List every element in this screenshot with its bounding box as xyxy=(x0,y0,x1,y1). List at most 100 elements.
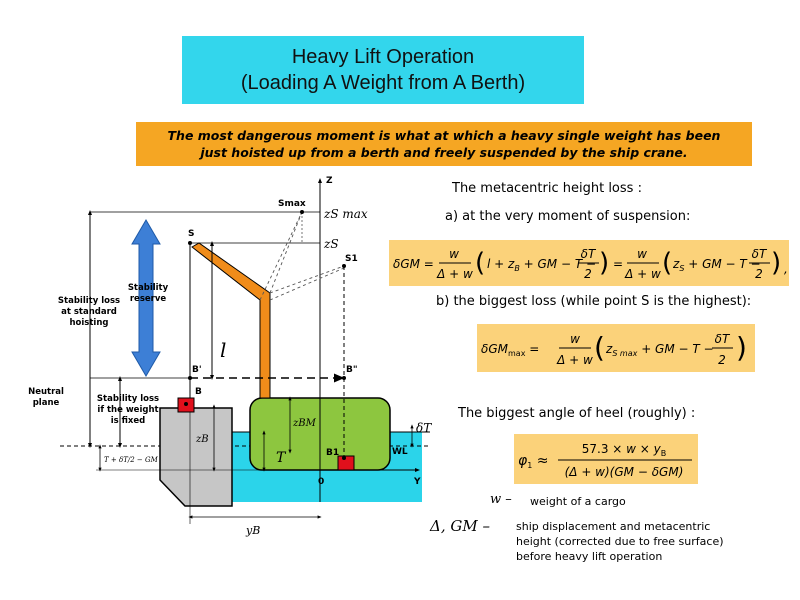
legend-delta-line-1: ship displacement and metacentric xyxy=(516,520,711,533)
b-label: B xyxy=(195,387,202,397)
stability-loss-standard-label: Stability loss at standard hoisting xyxy=(50,296,128,329)
cable-to-smax-2 xyxy=(259,211,303,301)
svg-text:δT: δT xyxy=(715,332,731,346)
title-line-2: (Loading A Weight from A Berth) xyxy=(240,72,526,94)
banner-line-2: just hoisted up from a berth and freely … xyxy=(200,145,688,160)
point-b-double-prime xyxy=(342,376,346,380)
cargo-in-hold xyxy=(337,455,355,471)
svg-text:(Δ + w)(GM − δGM): (Δ + w)(GM − δGM) xyxy=(565,465,684,479)
wl-label: WL xyxy=(392,447,408,457)
svg-text:2: 2 xyxy=(584,267,592,281)
yb-label: yB xyxy=(245,524,260,537)
formula-gm-suspension: δGM = w Δ + w ( l + zB + GM − T − δT 2 )… xyxy=(389,240,789,286)
title-box: Heavy Lift Operation (Loading A Weight f… xyxy=(182,36,584,104)
biggest-loss-note: b) the biggest loss (while point S is th… xyxy=(436,294,752,309)
stability-reserve-line-1: Stability xyxy=(127,283,169,293)
svg-text:2: 2 xyxy=(755,267,763,281)
neutral-plane-label: Neutral plane xyxy=(22,387,70,409)
neutral-plane-line-1: Neutral xyxy=(28,387,64,397)
stability-loss-fixed-label: Stability loss if the weight is fixed xyxy=(90,394,166,427)
stability-loss-fixed-line-1: Stability loss xyxy=(96,394,160,404)
svg-text:Δ + w: Δ + w xyxy=(624,267,661,281)
s1-label: S1 xyxy=(345,254,358,264)
stability-loss-standard-line-1: Stability loss xyxy=(57,296,121,306)
zbm-label: zBM xyxy=(292,418,317,429)
cable-to-smax xyxy=(269,211,303,294)
zs-max-label: zS max xyxy=(323,207,368,221)
l-label: l xyxy=(220,338,226,362)
svg-text:δT: δT xyxy=(581,247,597,261)
z-axis-label: Z xyxy=(326,176,333,186)
stability-loss-fixed-line-2: if the weight xyxy=(97,405,159,415)
formula-gm-suspension-math: δGM = w Δ + w ( l + zB + GM − T − δT 2 )… xyxy=(393,247,788,281)
svg-text:Δ + w: Δ + w xyxy=(436,267,473,281)
banner-line-1: The most dangerous moment is what at whi… xyxy=(167,128,721,143)
svg-text:(: ( xyxy=(594,331,605,364)
stability-loss-standard-line-2: at standard xyxy=(61,307,117,317)
svg-text:(: ( xyxy=(662,248,672,278)
berth xyxy=(159,407,233,507)
crane-jib xyxy=(191,242,271,399)
gm-loss-heading: The metacentric height loss : xyxy=(452,181,642,196)
svg-text:,: , xyxy=(784,262,788,276)
formula-heel-angle: φ1 ≈ 57.3 × w × yB (Δ + w)(GM − δGM) xyxy=(514,434,698,484)
svg-text:δT: δT xyxy=(752,247,768,261)
formula-heel-angle-math: φ1 ≈ 57.3 × w × yB (Δ + w)(GM − δGM) xyxy=(518,442,692,479)
formula-gm-max-math: δGMmax = w Δ + w ( zS max + GM − T − δT … xyxy=(481,331,747,367)
svg-text:w: w xyxy=(449,247,459,261)
zb-label: zB xyxy=(195,434,209,445)
legend-w-text: weight of a cargo xyxy=(530,495,626,508)
stability-reserve-arrow xyxy=(131,219,161,377)
svg-text:57.3 × w × yB: 57.3 × w × yB xyxy=(582,442,667,458)
point-s xyxy=(188,241,192,245)
heel-heading: The biggest angle of heel (roughly) : xyxy=(458,406,696,421)
svg-text:Δ + w: Δ + w xyxy=(556,353,593,367)
point-b-prime xyxy=(188,376,192,380)
svg-text:l + zB + GM − T −: l + zB + GM − T − xyxy=(487,257,596,273)
t-label: T xyxy=(276,450,287,466)
svg-text:zS + GM − T −: zS + GM − T − xyxy=(672,257,761,273)
title-line-1: Heavy Lift Operation xyxy=(291,46,475,68)
smax-label: Smax xyxy=(278,199,306,209)
svg-text:δGMmax =: δGMmax = xyxy=(481,342,539,358)
formula-gm-max: δGMmax = w Δ + w ( zS max + GM − T − δT … xyxy=(477,324,755,372)
delta-t-label: δT xyxy=(416,421,432,435)
b-double-prime-label: B" xyxy=(346,365,358,375)
svg-text:zS max + GM − T −: zS max + GM − T − xyxy=(605,342,714,358)
warning-banner: The most dangerous moment is what at whi… xyxy=(136,122,752,166)
point-s1 xyxy=(342,264,346,268)
cable-to-s1 xyxy=(269,265,345,294)
y-axis-label: Y xyxy=(413,477,421,487)
t-formula-label: T + δT/2 − GM xyxy=(104,456,159,464)
point-smax xyxy=(300,210,304,214)
svg-text:): ) xyxy=(736,331,747,364)
svg-text:2: 2 xyxy=(718,353,726,367)
b1-label: B1 xyxy=(326,448,339,458)
legend-delta-line-3: before heavy lift operation xyxy=(516,550,663,563)
svg-text:(: ( xyxy=(475,248,485,278)
zs-label: zS xyxy=(323,237,339,251)
svg-text:w: w xyxy=(570,332,580,346)
legend-delta-text: ship displacement and metacentric height… xyxy=(516,519,724,564)
origin-label: 0 xyxy=(318,477,324,487)
legend-delta-line-2: height (corrected due to free surface) xyxy=(516,535,724,548)
stability-reserve-line-2: reserve xyxy=(129,294,167,304)
svg-text:δGM =: δGM = xyxy=(393,257,434,271)
neutral-plane-line-2: plane xyxy=(32,398,60,408)
stability-reserve-label: Stability reserve xyxy=(126,283,170,305)
stability-loss-fixed-line-3: is fixed xyxy=(110,416,146,426)
point-b1 xyxy=(342,456,346,460)
svg-text:=: = xyxy=(613,257,623,271)
stability-loss-standard-line-3: hoisting xyxy=(69,318,109,328)
point-b xyxy=(184,402,188,406)
cable-to-s1-2 xyxy=(269,267,345,301)
svg-text:): ) xyxy=(771,248,781,278)
at-suspension-note: a) at the very moment of suspension: xyxy=(445,209,691,224)
legend-delta-symbol: Δ, GM – xyxy=(430,517,490,535)
b-prime-label: B' xyxy=(192,365,202,375)
svg-text:w: w xyxy=(637,247,647,261)
s-label: S xyxy=(188,229,194,239)
svg-text:): ) xyxy=(599,248,609,278)
